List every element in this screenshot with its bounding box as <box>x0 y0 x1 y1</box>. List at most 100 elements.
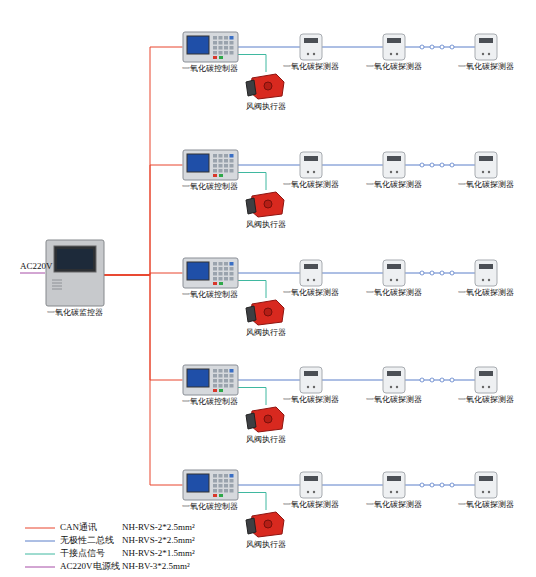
indicator <box>396 491 398 493</box>
ellipsis-dot <box>440 378 444 382</box>
indicator <box>488 53 490 55</box>
key <box>229 479 233 483</box>
detector-device: 一氧化碳探测器 <box>280 260 342 298</box>
detector-icon <box>475 260 497 286</box>
key <box>224 272 228 276</box>
indicator <box>313 171 315 173</box>
ellipsis-dot <box>450 271 454 275</box>
ellipsis-dot <box>420 378 424 382</box>
indicator <box>396 386 398 388</box>
detector-drawing <box>383 34 405 60</box>
controller-device: 一氧化碳控制器 <box>178 32 242 74</box>
cable-spec: NH-RVS-2*2.5mm² <box>122 535 195 546</box>
device-label: 一氧化碳探测器 <box>455 288 517 298</box>
detector-drawing <box>475 260 497 286</box>
vent-slot <box>52 283 62 284</box>
detector-device: 一氧化碳探测器 <box>363 152 425 190</box>
actuator-knob <box>264 308 272 316</box>
actuator-icon <box>246 510 286 538</box>
detector-display <box>387 156 401 161</box>
controller-body <box>183 32 238 62</box>
vent-slot <box>52 280 62 281</box>
ellipsis-dot <box>450 45 454 49</box>
key <box>229 154 233 158</box>
key <box>229 46 233 50</box>
actuator-device: 风阀执行器 <box>240 298 292 338</box>
power-wire <box>20 273 45 274</box>
device-label: 风阀执行器 <box>240 435 292 445</box>
controller-icon <box>183 150 238 180</box>
detector-device: 一氧化碳探测器 <box>455 472 517 510</box>
controller-drawing <box>183 470 238 500</box>
device-label: 一氧化碳控制器 <box>178 290 242 300</box>
detector-drawing <box>475 34 497 60</box>
detector-drawing <box>383 472 405 498</box>
key <box>229 379 233 383</box>
indicator <box>390 171 392 173</box>
indicator <box>390 53 392 55</box>
detector-body <box>475 472 497 498</box>
detector-device: 一氧化碳探测器 <box>280 152 342 190</box>
wire-connector <box>322 485 383 486</box>
detector-display <box>479 156 493 161</box>
indicator <box>307 491 309 493</box>
device-label: 一氧化碳探测器 <box>363 395 425 405</box>
detector-body <box>475 152 497 178</box>
indicator <box>313 53 315 55</box>
detector-drawing <box>300 472 322 498</box>
device-label: 一氧化碳探测器 <box>363 180 425 190</box>
detector-device: 一氧化碳探测器 <box>280 367 342 405</box>
key <box>218 489 222 493</box>
wire-connector <box>238 281 267 299</box>
controller-drawing <box>183 32 238 62</box>
device-label: 一氧化碳探测器 <box>280 500 342 510</box>
key <box>224 384 228 388</box>
key <box>218 169 222 173</box>
actuator-drawing <box>246 72 286 100</box>
key <box>218 479 222 483</box>
controller-screen <box>187 154 209 172</box>
detector-display <box>479 476 493 481</box>
detector-display <box>387 476 401 481</box>
key <box>218 46 222 50</box>
actuator-device: 风阀执行器 <box>240 405 292 445</box>
detector-drawing <box>475 367 497 393</box>
controller-icon <box>183 258 238 288</box>
device-label: 一氧化碳控制器 <box>178 502 242 512</box>
device-label: 一氧化碳探测器 <box>455 500 517 510</box>
ellipsis-dot <box>420 163 424 167</box>
cabinet-screen <box>54 246 96 272</box>
detector-device: 一氧化碳探测器 <box>455 34 517 72</box>
key <box>213 277 217 281</box>
indicator <box>313 279 315 281</box>
key <box>213 154 217 158</box>
indicator <box>396 53 398 55</box>
cable-spec: NH-RVS-2*1.5mm² <box>122 548 195 559</box>
indicator <box>307 386 309 388</box>
actuator-knob <box>264 82 272 90</box>
vent-slot <box>52 289 62 290</box>
detector-icon <box>300 260 322 286</box>
monitor-drawing <box>46 240 104 306</box>
cable-spec: NH-BV-3*2.5mm² <box>122 561 190 572</box>
controller-device: 一氧化碳控制器 <box>178 258 242 300</box>
key <box>229 164 233 168</box>
detector-icon <box>300 367 322 393</box>
key <box>224 36 228 40</box>
key <box>224 484 228 488</box>
detector-body <box>300 152 322 178</box>
key <box>213 46 217 50</box>
detector-display <box>304 156 318 161</box>
key <box>218 384 222 388</box>
device-label: 一氧化碳探测器 <box>363 500 425 510</box>
key <box>218 374 222 378</box>
ellipsis-dot <box>430 271 434 275</box>
key <box>218 484 222 488</box>
legend-line-sample <box>25 528 55 529</box>
detector-display <box>479 38 493 43</box>
detector-drawing <box>300 34 322 60</box>
legend-text: 无极性二总线 <box>60 535 114 546</box>
key-red <box>213 174 217 177</box>
device-label: 一氧化碳探测器 <box>280 395 342 405</box>
indicator <box>313 491 315 493</box>
